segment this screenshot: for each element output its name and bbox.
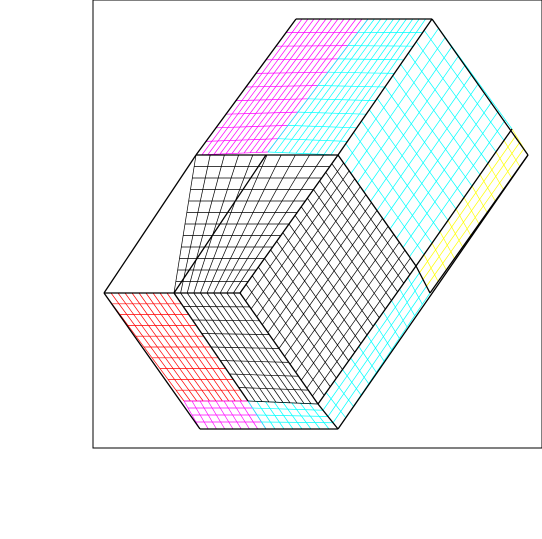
right-lower-cyan-line (366, 334, 385, 362)
right-strip-yellow-line (431, 243, 447, 271)
right-lower-cyan-line (342, 369, 362, 396)
right-strip-yellow-line (503, 140, 521, 167)
gray-front-face-line (262, 186, 361, 325)
right-face-cyan-line (353, 132, 433, 244)
bottom-strip-cyan-line (252, 407, 324, 411)
gray-slab-lower-line (192, 319, 260, 322)
gray-front-face-line (312, 257, 411, 397)
gray-front-face-line (250, 170, 350, 310)
top-face-cyan-line (327, 71, 395, 74)
box-edge (431, 18, 529, 156)
top-face-magenta-line (215, 125, 289, 129)
box-edge (239, 292, 319, 405)
box-edge (317, 403, 339, 430)
right-strip-yellow-line (455, 208, 472, 236)
top-face-magenta-line (225, 111, 299, 115)
gray-front-face-line (284, 218, 383, 357)
gray-slab-lower-line (238, 387, 309, 391)
gray-slab-lower-line (210, 346, 280, 349)
right-face-cyan-line (384, 86, 465, 198)
box-edge (415, 128, 513, 267)
right-strip-yellow-line (439, 231, 455, 259)
right-strip-yellow-line (447, 220, 463, 248)
right-face-cyan-line (369, 109, 449, 221)
box-edge (195, 18, 297, 156)
gray-front-face-line (301, 242, 400, 381)
gray-slab-lower (173, 292, 319, 405)
gray-front-face-line (289, 226, 389, 365)
top-face-cyan-line (277, 138, 348, 142)
right-face-cyan-line (392, 75, 473, 187)
right-lower-cyan-line (334, 380, 354, 407)
box-outlines (103, 18, 529, 430)
gray-front-face-line (256, 178, 355, 317)
box-edge (103, 154, 197, 294)
box-edge (415, 265, 431, 294)
gray-front-face-line (245, 162, 344, 302)
top-face-cyan-line (347, 45, 414, 47)
box-edge (173, 292, 249, 402)
box-edge (239, 154, 339, 294)
box-edge (429, 154, 529, 294)
top-face-magenta-line (265, 58, 339, 61)
right-lower-cyan (317, 265, 431, 430)
right-face-cyan-line (376, 98, 457, 210)
box-edge (337, 18, 433, 156)
right-strip-yellow-line (423, 254, 439, 282)
top-face-magenta-line (205, 138, 279, 142)
gray-front-face-line (295, 234, 394, 373)
gray-slab-lower-line (247, 400, 319, 405)
right-face-cyan-line (400, 64, 481, 175)
right-lower-cyan-line (383, 311, 400, 339)
right-face-cyan-line (423, 30, 505, 141)
right-lower-cyan-line (407, 277, 423, 305)
top-face-magenta (195, 18, 369, 156)
gray-front-face-line (267, 194, 367, 333)
bottom-strip-cyan (247, 400, 339, 430)
gray-front-face-line (306, 249, 406, 389)
top-face-magenta-line (235, 98, 309, 101)
top-face-magenta-line (245, 85, 319, 88)
right-lower-cyan-line (350, 357, 369, 384)
top-face-cyan-line (307, 98, 376, 101)
box-edge (337, 154, 417, 267)
box-edge (317, 265, 417, 405)
top-face-magenta-line (255, 71, 329, 74)
top-face-cyan-line (287, 125, 357, 129)
plot-frame (92, 0, 542, 449)
top-face-magenta-line (275, 45, 349, 47)
right-face-cyan-line (345, 143, 425, 255)
right-face-cyan-line (416, 41, 497, 153)
right-strip-yellow-line (495, 151, 512, 179)
top-face-cyan-line (297, 111, 367, 115)
right-lower-cyan-line (391, 300, 408, 328)
gray-slab-lower-line (229, 373, 299, 377)
gray-front-face-line (273, 202, 372, 341)
box-edge (103, 292, 201, 430)
gray-slab-lower-line (220, 360, 289, 363)
gray-slab-top (173, 154, 339, 294)
right-strip-yellow-line (487, 163, 504, 190)
right-lower-cyan-line (399, 288, 415, 316)
right-face-cyan-line (408, 52, 489, 164)
right-lower-cyan-line (374, 323, 392, 350)
box-edge (173, 154, 267, 294)
top-face-cyan-line (337, 58, 404, 61)
bottom-strip-cyan-line (261, 421, 334, 424)
right-lower-cyan-line (325, 392, 346, 418)
right-strip-yellow-line (479, 174, 496, 202)
mesh-grids (103, 18, 529, 430)
right-lower-cyan-line (358, 346, 377, 373)
bottom-strip-cyan-line (256, 414, 329, 417)
gray-front-face-line (278, 210, 378, 349)
right-face-cyan-line (361, 120, 441, 232)
right-strip-yellow-line (471, 185, 488, 213)
right-strip-yellow-line (463, 197, 480, 225)
top-face-cyan-line (317, 85, 386, 88)
gray-slab-lower-line (201, 333, 270, 335)
